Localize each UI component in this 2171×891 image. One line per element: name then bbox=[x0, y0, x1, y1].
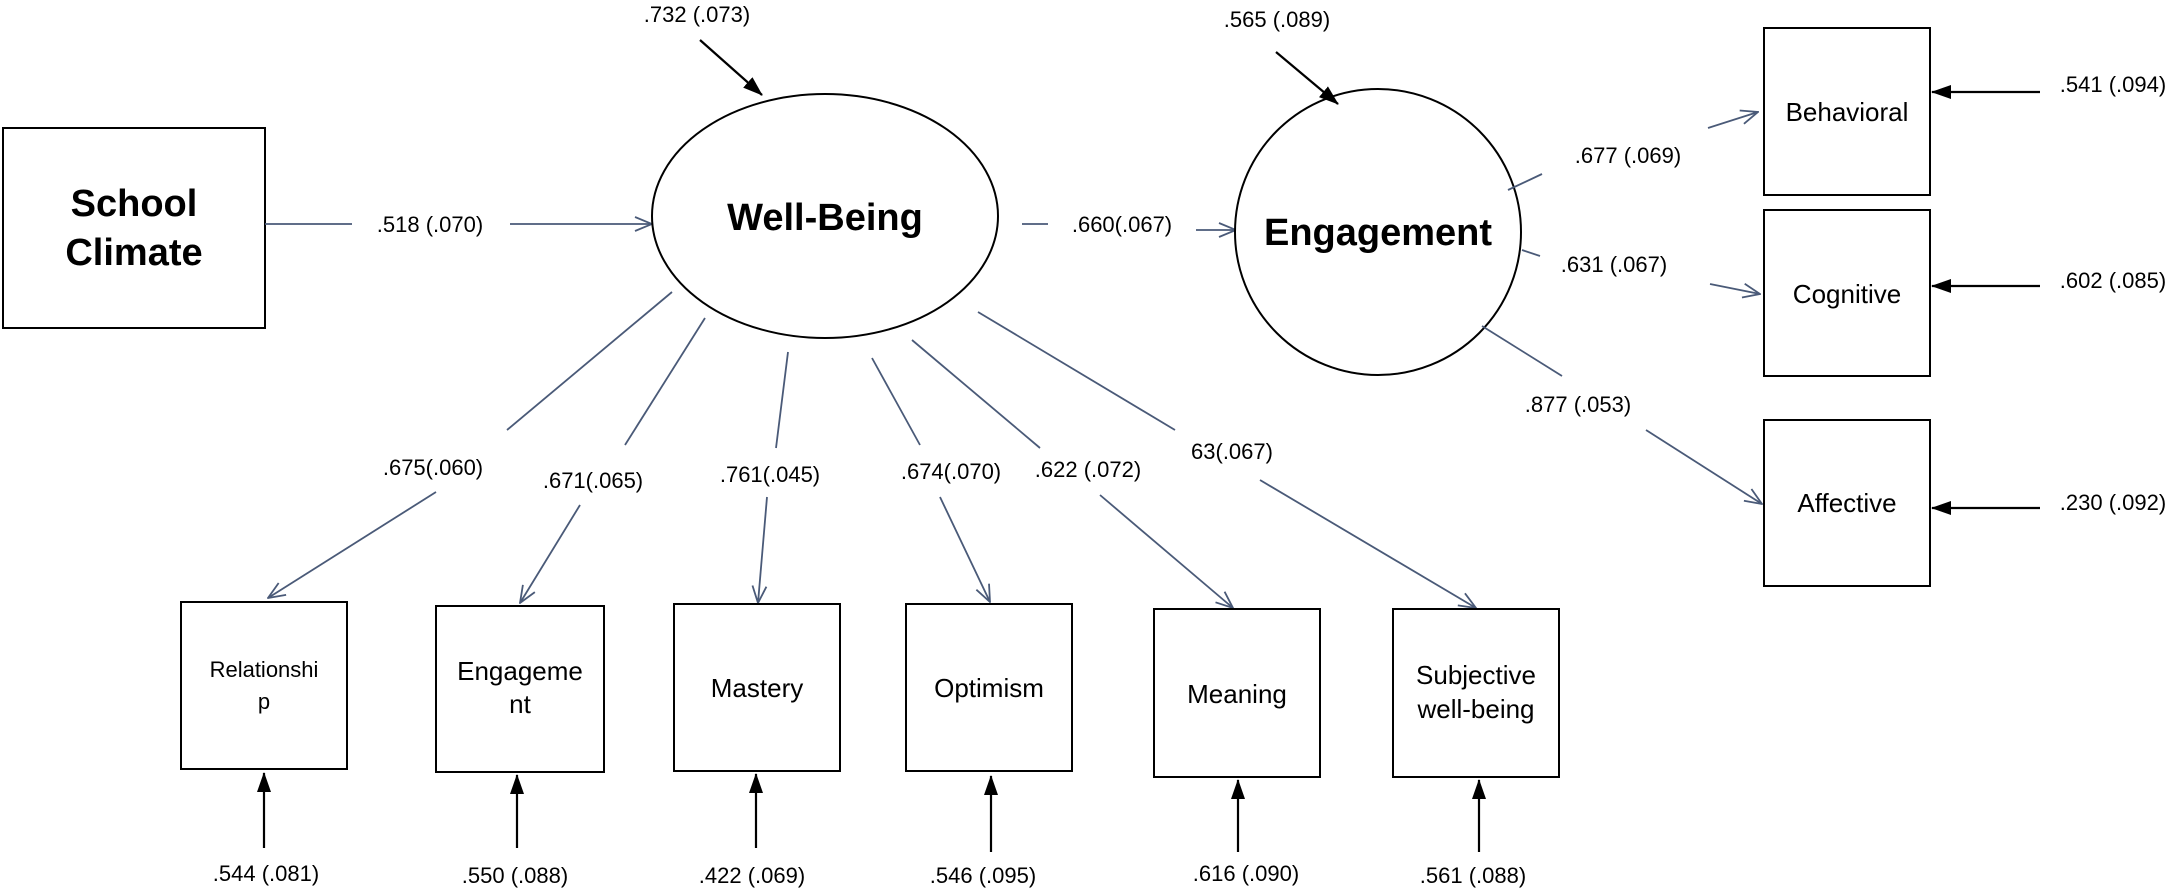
wellbeing-latent: Well-Being .732 (.073) bbox=[644, 2, 999, 339]
loading-cognitive: .631 (.067) bbox=[1561, 252, 1667, 277]
engagement-indicator-boxes: Behavioral Cognitive Affective bbox=[1763, 27, 1931, 587]
indicator-label-line1: Optimism bbox=[934, 673, 1044, 703]
engagement-residuals: .541 (.094) .602 (.085) .230 (.092) bbox=[1931, 72, 2166, 515]
residual-behavioral: .541 (.094) bbox=[2060, 72, 2166, 97]
wellbeing-disturbance-arrow bbox=[699, 39, 763, 96]
engagement-latent: Engagement .565 (.089) bbox=[1224, 7, 1522, 376]
engagement-disturbance-value: .565 (.089) bbox=[1224, 7, 1330, 32]
loading-engagement-indicator: .671(.065) bbox=[543, 468, 643, 493]
indicator-label: Affective bbox=[1797, 488, 1896, 518]
residual-optimism: .546 (.095) bbox=[930, 863, 1036, 888]
residual-mastery: .422 (.069) bbox=[699, 863, 805, 888]
loading-relationship: .675(.060) bbox=[383, 455, 483, 480]
indicator-box-optimism: Optimism bbox=[905, 603, 1073, 772]
wellbeing-residuals: .544 (.081) .550 (.088) .422 (.069) .546… bbox=[213, 772, 1526, 888]
engagement-disturbance-arrow bbox=[1275, 51, 1339, 105]
school-climate-label-line1: School bbox=[71, 183, 198, 225]
indicator-box-relationship: Relationshi p bbox=[180, 601, 348, 770]
loading-mastery: .761(.045) bbox=[720, 462, 820, 487]
indicator-label-line1: Mastery bbox=[711, 673, 803, 703]
indicator-box-engagement: Engageme nt bbox=[435, 605, 605, 773]
residual-subjective-wellbeing: .561 (.088) bbox=[1420, 863, 1526, 888]
indicator-box-affective: Affective bbox=[1763, 419, 1931, 587]
engagement-label: Engagement bbox=[1264, 212, 1492, 254]
indicator-label: Cognitive bbox=[1793, 279, 1901, 309]
indicator-label-line1: Relationshi bbox=[210, 657, 319, 682]
climate-to-wellbeing-path: .518 (.070) bbox=[265, 212, 652, 237]
loading-subjective-wellbeing: 63(.067) bbox=[1191, 439, 1273, 464]
residual-affective: .230 (.092) bbox=[2060, 490, 2166, 515]
loading-affective: .877 (.053) bbox=[1525, 392, 1631, 417]
indicator-label-line2: well-being bbox=[1416, 694, 1534, 724]
indicator-box-meaning: Meaning bbox=[1153, 608, 1321, 778]
loading-meaning: .622 (.072) bbox=[1035, 457, 1141, 482]
wellbeing-to-engagement-path: .660(.067) bbox=[1022, 212, 1236, 237]
residual-meaning: .616 (.090) bbox=[1193, 861, 1299, 886]
school-climate-label-line2: Climate bbox=[65, 232, 202, 274]
indicator-label-line1: Subjective bbox=[1416, 660, 1536, 690]
engagement-loading-paths: .677 (.069) .631 (.067) .877 (.053) bbox=[1481, 112, 1762, 504]
residual-cognitive: .602 (.085) bbox=[2060, 268, 2166, 293]
wellbeing-loading-paths: .675(.060) .671(.065) .761(.045) .674(.0… bbox=[268, 291, 1476, 608]
indicator-box-cognitive: Cognitive bbox=[1763, 209, 1931, 377]
indicator-box-behavioral: Behavioral bbox=[1763, 27, 1931, 196]
indicator-label-line1: Engageme bbox=[457, 656, 583, 686]
indicator-label-line2: p bbox=[258, 689, 270, 714]
wellbeing-to-engagement-coefficient: .660(.067) bbox=[1072, 212, 1172, 237]
residual-relationship: .544 (.081) bbox=[213, 861, 319, 886]
wellbeing-label: Well-Being bbox=[727, 197, 923, 239]
loading-behavioral: .677 (.069) bbox=[1575, 143, 1681, 168]
wellbeing-disturbance-value: .732 (.073) bbox=[644, 2, 750, 27]
school-climate-node: School Climate bbox=[2, 127, 266, 329]
residual-engagement-indicator: .550 (.088) bbox=[462, 863, 568, 888]
indicator-label-line2: nt bbox=[509, 689, 531, 719]
indicator-label-line1: Meaning bbox=[1187, 679, 1287, 709]
indicator-box-subjective-wellbeing: Subjective well-being bbox=[1392, 608, 1560, 778]
climate-to-wellbeing-coefficient: .518 (.070) bbox=[377, 212, 483, 237]
wellbeing-indicator-boxes: Relationshi p Engageme nt Mastery Optimi… bbox=[180, 601, 1560, 778]
loading-optimism: .674(.070) bbox=[901, 459, 1001, 484]
indicator-label: Behavioral bbox=[1786, 97, 1909, 127]
indicator-box-mastery: Mastery bbox=[673, 603, 841, 772]
